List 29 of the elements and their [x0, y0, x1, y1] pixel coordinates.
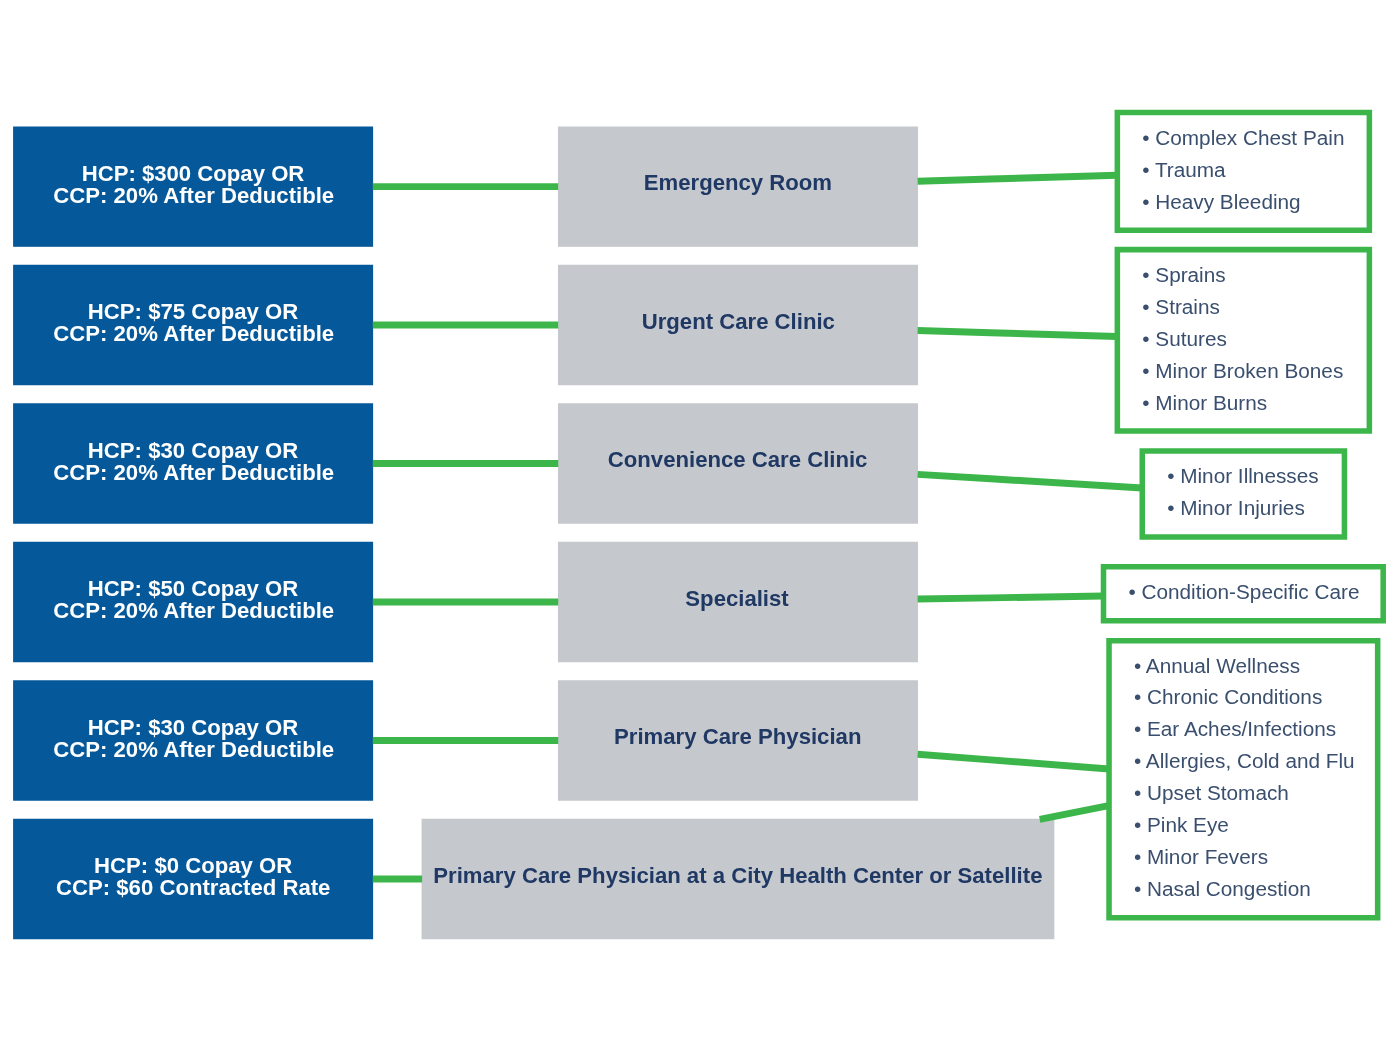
node-box: HCP: $30 Copay OR CCP: 20% After Deductible — [13, 680, 374, 801]
node-box: • Minor Illnesses • Minor Injuries — [1139, 448, 1348, 540]
node-box: Primary Care Physician — [557, 680, 918, 801]
connector — [917, 327, 1118, 340]
node-box: Primary Care Physician at a City Health Center or Satellite — [421, 818, 1055, 940]
node-box: • Condition-Specific Care — [1100, 563, 1386, 624]
node-box: HCP: $0 Copay OR CCP: $60 Contracted Rate — [13, 818, 374, 940]
node-box: Emergency Room — [557, 126, 918, 247]
connector — [917, 470, 1143, 492]
node-box: • Sprains • Strains • Sutures • Minor Broken Bones • Minor Burns — [1114, 246, 1373, 434]
connector — [372, 737, 559, 744]
node-box: HCP: $50 Copay OR CCP: 20% After Deductible — [13, 541, 374, 663]
node-box: HCP: $300 Copay OR CCP: 20% After Deductible — [13, 126, 374, 247]
node-box: • Complex Chest Pain • Trauma • Heavy Bleeding — [1114, 109, 1373, 233]
connector — [917, 592, 1104, 603]
connector — [917, 171, 1118, 185]
node-box: • Annual Wellness • Chronic Conditions • Ear Aches/Infections • Allergies, Cold and Flu • Upset Stomach • Pink Eye • Minor Fevers • Nasal Congestion — [1106, 638, 1381, 921]
node-box: Convenience Care Clinic — [557, 403, 918, 524]
node-box: Specialist — [557, 541, 918, 663]
connector — [1039, 802, 1110, 823]
connector — [372, 460, 559, 467]
connector — [917, 750, 1110, 773]
node-box: HCP: $30 Copay OR CCP: 20% After Deductible — [13, 403, 374, 524]
connector — [372, 183, 559, 191]
connector — [372, 598, 559, 606]
node-box: HCP: $75 Copay OR CCP: 20% After Deductible — [13, 264, 374, 386]
connector — [372, 321, 559, 329]
node-box: Urgent Care Clinic — [557, 264, 918, 386]
connector — [372, 875, 423, 883]
